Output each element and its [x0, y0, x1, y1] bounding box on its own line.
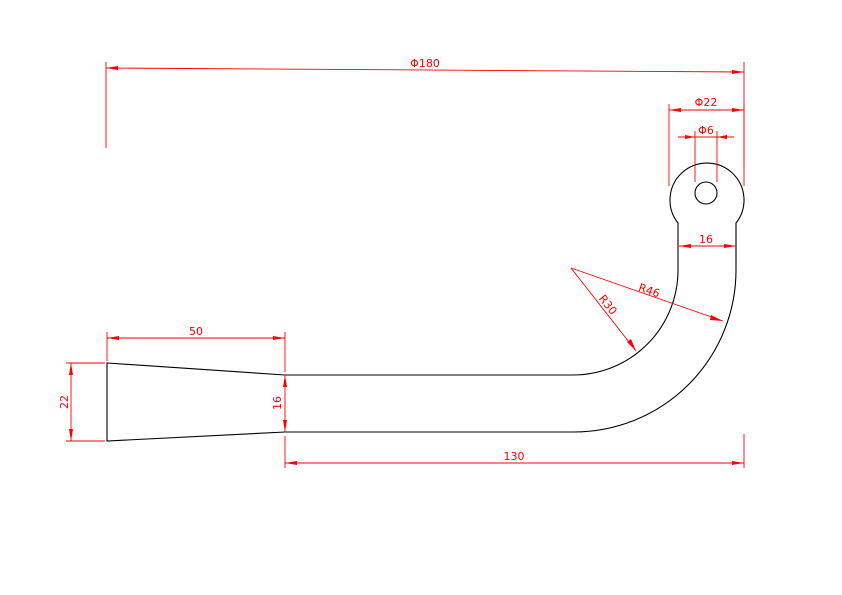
part-outline — [106, 162, 745, 442]
dim-outer-radius-label: R46 — [637, 281, 662, 300]
dim-straight-length: 130 — [284, 434, 745, 468]
dim-eye-hole: Φ6 — [678, 124, 734, 182]
dim-overall-length: Φ180 — [105, 57, 745, 166]
dim-taper-length: 50 — [106, 325, 286, 372]
dim-neck-width: 16 — [679, 233, 736, 248]
part-profile — [106, 162, 745, 442]
dim-straight-length-label: 130 — [504, 450, 525, 463]
dim-eye-outer-label: Φ22 — [695, 96, 718, 109]
dim-end-height: 22 — [58, 362, 105, 442]
dim-bend-radii: R46 R30 — [570, 267, 724, 352]
dim-taper-length-label: 50 — [189, 325, 203, 338]
eye-hole — [694, 181, 718, 205]
dim-overall-length-label: Φ180 — [410, 57, 440, 70]
dim-end-height-label: 22 — [58, 395, 71, 409]
dim-eye-outer: Φ22 — [668, 96, 745, 186]
dim-shaft-height-label: 16 — [271, 396, 284, 410]
dim-eye-hole-label: Φ6 — [698, 124, 714, 137]
dim-shaft-height: 16 — [271, 375, 287, 432]
dim-neck-width-label: 16 — [699, 233, 713, 246]
